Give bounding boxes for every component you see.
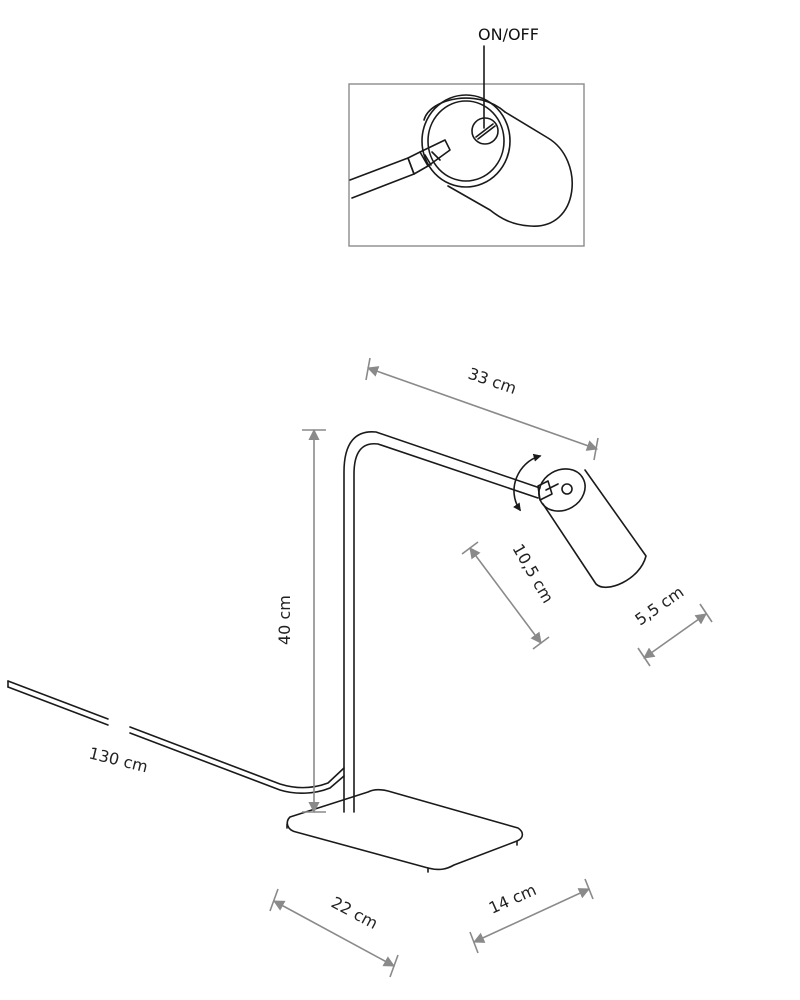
dim-head-diameter xyxy=(643,613,707,659)
dim-base-width xyxy=(472,888,591,943)
screwdriver-icon xyxy=(349,139,451,199)
dim-base-length xyxy=(273,900,395,967)
switch-label: ON/OFF xyxy=(478,25,539,44)
dim-arm-length xyxy=(366,366,599,451)
lamp-base xyxy=(286,788,524,873)
lamp-head xyxy=(538,468,647,589)
label-base-length: 22 cm xyxy=(328,893,381,933)
table-lamp xyxy=(7,431,647,873)
inset-frame xyxy=(348,83,585,247)
label-height: 40 cm xyxy=(275,595,294,645)
lamp-head-end-view xyxy=(421,94,573,227)
label-arm-length: 33 cm xyxy=(466,364,519,398)
label-head-diameter: 5,5 cm xyxy=(631,582,687,629)
power-cable xyxy=(7,680,345,794)
label-head-length: 10,5 cm xyxy=(509,541,558,607)
switch-detail-inset: ON/OFF xyxy=(348,25,585,247)
label-base-width: 14 cm xyxy=(486,880,539,918)
label-cable-length: 130 cm xyxy=(87,743,150,776)
switch-knob-icon xyxy=(471,117,499,145)
rotation-arrow-icon xyxy=(513,453,542,512)
dim-head-length xyxy=(469,547,542,644)
